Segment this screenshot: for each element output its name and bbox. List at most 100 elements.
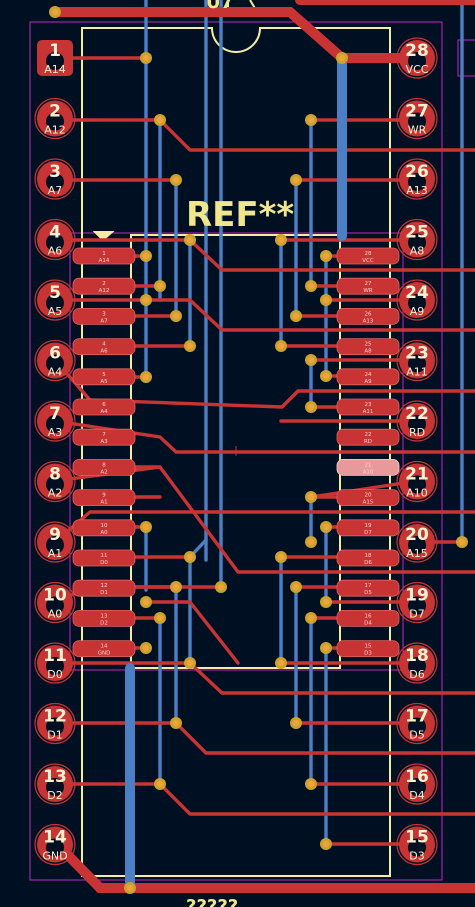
smd-pad-body [72,549,136,567]
pin-number: 20 [405,525,429,545]
dip-pad-drill [408,415,426,433]
dip-pad[interactable]: 7A3 [34,400,76,442]
via-drill [142,252,150,260]
pin-name: A9 [410,305,425,318]
dip-pad[interactable]: 5A5 [34,279,76,321]
via-drill [322,372,330,380]
smd-pad[interactable]: 4A6 [72,338,136,356]
smd-pad-name: A13 [363,318,374,324]
smd-pad-number: 25 [365,342,372,348]
pin-number: 15 [405,828,429,848]
dip-pad-drill [408,657,426,675]
pin-number: 25 [405,223,429,243]
smd-pad-name: A10 [363,469,374,475]
smd-pad-number: 18 [365,553,372,559]
pin-number: 16 [405,767,429,787]
dip-pad[interactable]: 3A7 [34,158,76,200]
dip-pad-drill [46,536,64,554]
smd-pad-name: A14 [99,258,110,264]
smd-pad-body [336,519,400,537]
dip-outline [81,27,391,877]
smd-pad-number: 5 [102,372,106,378]
pin-name: D2 [47,789,62,802]
smd-pad-body [72,610,136,627]
dip-pad-drill [408,536,426,554]
smd-pad[interactable]: 8A2 [72,458,136,476]
pin-number: 10 [43,586,67,606]
smd-pad[interactable]: 9A1 [72,489,136,507]
dip-pad-ring [396,339,438,382]
smd-pad-body [336,489,400,507]
via-drill [186,236,194,244]
smd-pad[interactable]: 3A7 [72,307,136,325]
pin-number: 2 [49,102,61,122]
smd-pad-name: D3 [364,651,372,657]
smd-pad[interactable]: 6A4 [72,398,136,416]
smd-pad-number: 26 [365,311,372,317]
smd-pad-number: 3 [102,311,106,317]
dip-pad[interactable]: 8A2 [34,460,76,503]
pin-number: 8 [49,465,61,485]
pin-name: A13 [406,184,428,197]
pin-number: 11 [43,646,67,666]
smd-pad-body [72,640,136,657]
smd-pad-number: 21 [365,462,372,468]
smd-pad-number: 24 [365,372,372,378]
front-trace [53,661,475,695]
via-drill [307,116,315,124]
pin-number: 7 [49,404,61,424]
via-drill [277,553,285,561]
smd-pad[interactable]: 5A5 [72,368,136,386]
smd-pad-body [336,247,400,265]
pin-number: 26 [405,162,429,182]
dip-pad[interactable]: 9A1 [34,521,76,563]
dip-pad-drill [46,838,64,857]
smd-pad[interactable]: 7A3 [72,428,136,446]
dip-pad[interactable]: 4A6 [34,218,76,261]
dip-pad[interactable]: 6A4 [34,339,76,382]
